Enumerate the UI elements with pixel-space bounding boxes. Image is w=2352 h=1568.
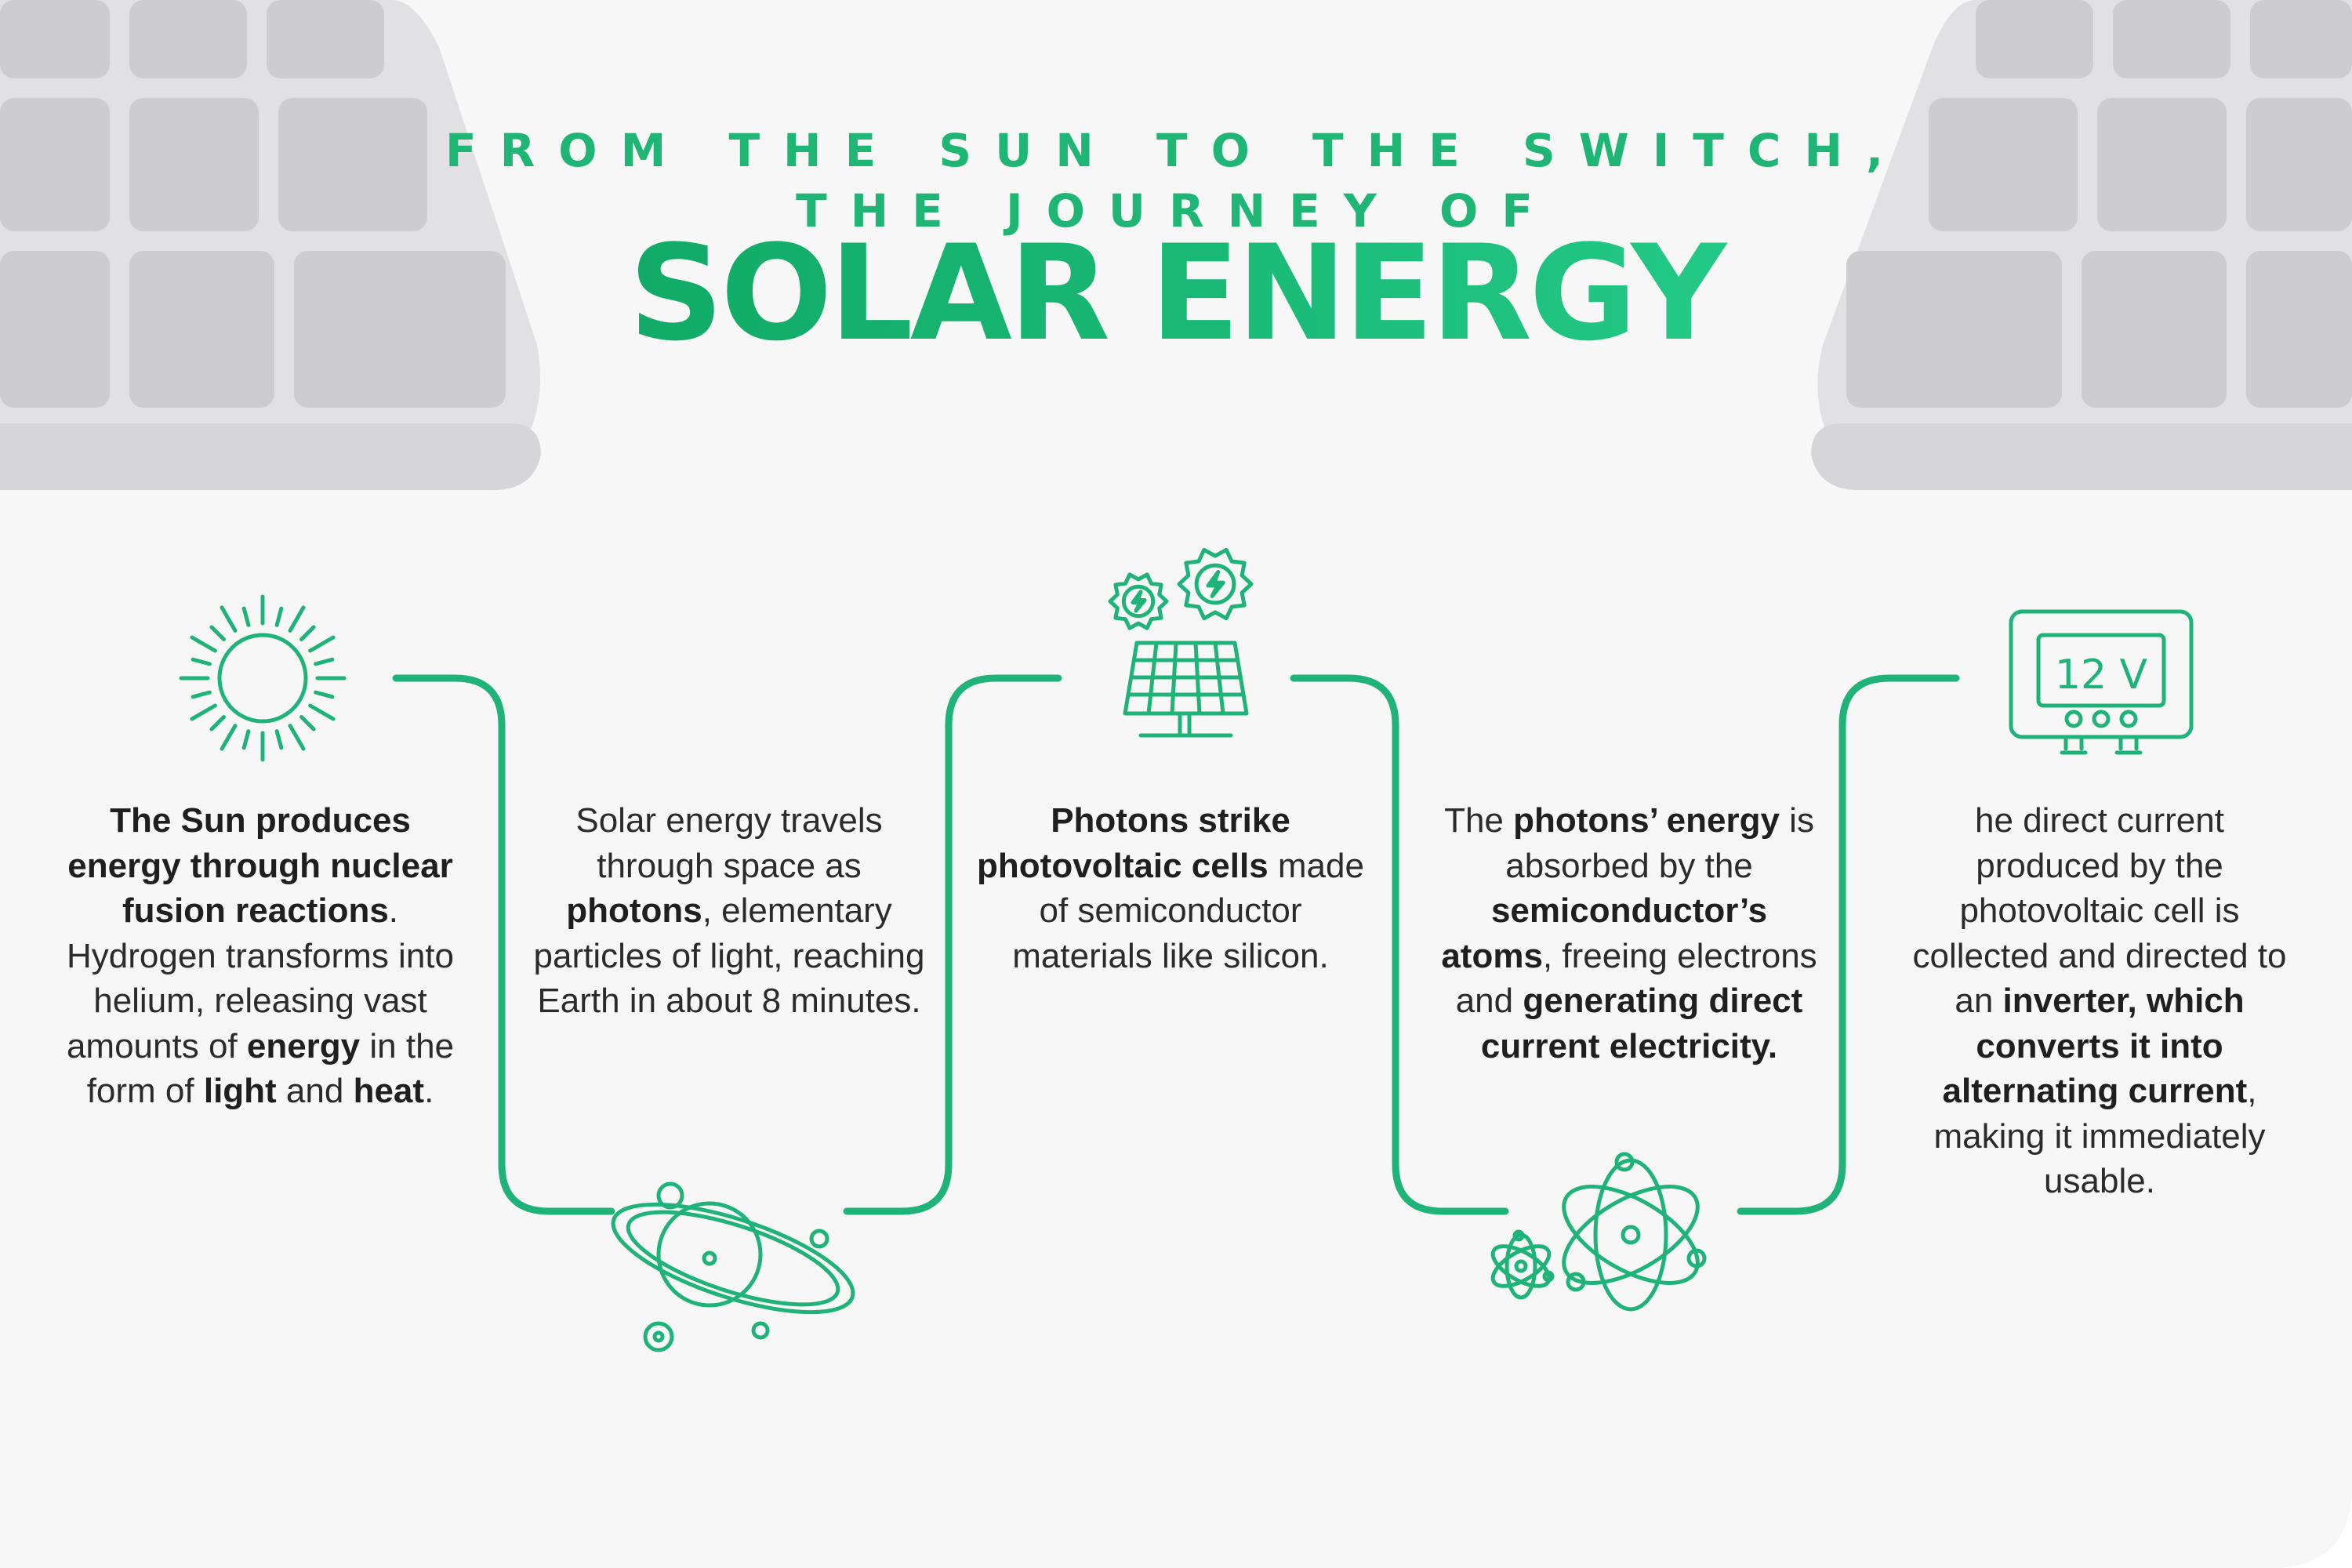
step-2-photon-travel-text: Solar energy travels through space as ph… xyxy=(533,798,925,1024)
header-kicker-line-2: THE JOURNEY OF xyxy=(796,184,1556,238)
page-title: SOLAR ENERGY xyxy=(0,227,2352,359)
atom-icon xyxy=(1490,1152,1707,1312)
step-3-text-run: Photons strike photovoltaic cells xyxy=(977,801,1290,885)
step-5-text-run: , making it immediately usable. xyxy=(1933,1072,2266,1200)
sun-icon xyxy=(179,594,347,762)
step-1-text-run: heat xyxy=(353,1072,425,1110)
header-kicker-line-1: FROM THE SUN TO THE SWITCH, xyxy=(445,124,1907,177)
step-3-text-run: made of semiconductor materials like sil… xyxy=(1012,846,1364,975)
step-2-text-run: photons xyxy=(566,891,702,930)
inverter-icon: 12 V xyxy=(2009,609,2194,755)
solar-panel-icon xyxy=(1108,547,1254,738)
step-1-text-run: The Sun produces energy through nuclear … xyxy=(67,801,453,930)
planet-icon xyxy=(611,1181,855,1352)
step-4-semiconductor-text: The photons’ energy is absorbed by the s… xyxy=(1433,798,1825,1069)
step-5-text-run: he direct current produced by the photov… xyxy=(1912,801,2287,1020)
step-1-sun-fusion-text: The Sun produces energy through nuclear … xyxy=(64,798,456,1114)
step-3-photovoltaic-cells-text: Photons strike photovoltaic cells made o… xyxy=(975,798,1367,978)
step-4-text-run: The xyxy=(1444,801,1514,840)
right-solar-panel-decoration xyxy=(1811,0,2352,490)
step-4-text-run: photons’ energy xyxy=(1513,801,1780,840)
step-2-text-run: , elementary particles of light, reachin… xyxy=(533,891,925,1020)
step-1-text-run: . xyxy=(424,1072,434,1110)
step-4-text-run: is absorbed by the xyxy=(1505,801,1814,885)
step-1-text-run: energy xyxy=(246,1026,361,1065)
step-1-text-run: and xyxy=(276,1072,354,1110)
step-4-text-run: generating direct current electricity. xyxy=(1480,982,1803,1065)
step-5-text-run: inverter, which converts it into alterna… xyxy=(1942,982,2248,1110)
left-solar-panel-decoration xyxy=(0,0,541,490)
step-4-text-run: , freeing electrons and xyxy=(1455,936,1817,1021)
flow-connector-path xyxy=(392,674,1960,1215)
step-5-inverter-text: he direct current produced by the photov… xyxy=(1904,798,2296,1204)
step-4-text-run: semiconductor’s atoms xyxy=(1441,891,1768,975)
inverter-voltage-display: 12 V xyxy=(2055,652,2148,699)
step-2-text-run: Solar energy travels through space as xyxy=(575,801,883,885)
step-1-text-run: in the form of xyxy=(86,1026,455,1111)
step-1-text-run: . Hydrogen transforms into helium, relea… xyxy=(66,891,454,1065)
step-1-text-run: light xyxy=(203,1072,277,1110)
